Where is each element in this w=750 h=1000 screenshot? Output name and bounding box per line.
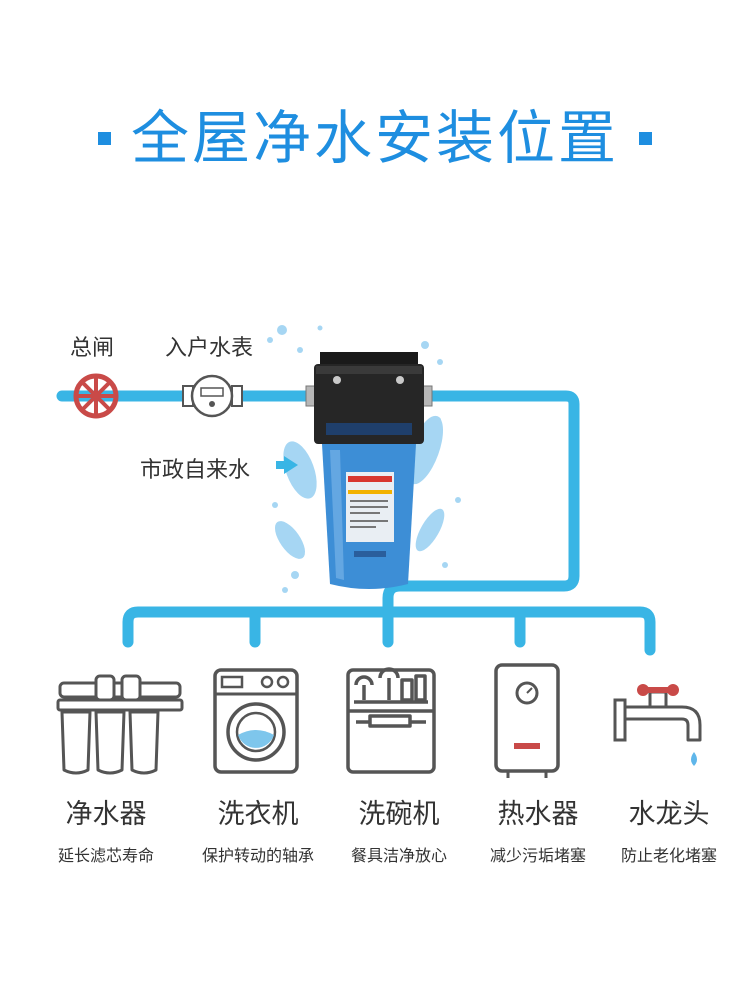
dishwasher-icon [348, 669, 434, 772]
appliance-name-ro-purifier: 净水器 [31, 792, 181, 831]
appliance-name-water-heater: 热水器 [463, 792, 613, 831]
appliance-desc-water-heater: 减少污垢堵塞 [463, 842, 613, 866]
water-meter-icon [183, 376, 242, 416]
appliance-name-dishwasher: 洗碗机 [324, 792, 474, 831]
appliance-name-washing-machine: 洗衣机 [183, 792, 333, 831]
water-heater-icon [496, 665, 558, 778]
municipal-water-label: 市政自来水 [140, 452, 250, 484]
main-valve-label: 总闸 [70, 330, 114, 362]
appliance-desc-faucet: 防止老化堵塞 [594, 842, 744, 866]
washing-machine-icon [215, 670, 297, 772]
main-valve-icon [76, 376, 116, 416]
appliance-desc-dishwasher: 餐具洁净放心 [324, 842, 474, 866]
appliance-name-faucet: 水龙头 [594, 792, 744, 831]
appliance-desc-washing-machine: 保护转动的轴承 [183, 842, 333, 866]
appliance-desc-ro-purifier: 延长滤芯寿命 [31, 842, 181, 866]
ro-purifier-icon [58, 676, 182, 773]
faucet-icon [615, 684, 700, 766]
water-meter-label: 入户水表 [165, 330, 253, 362]
whole-house-filter [306, 352, 432, 589]
